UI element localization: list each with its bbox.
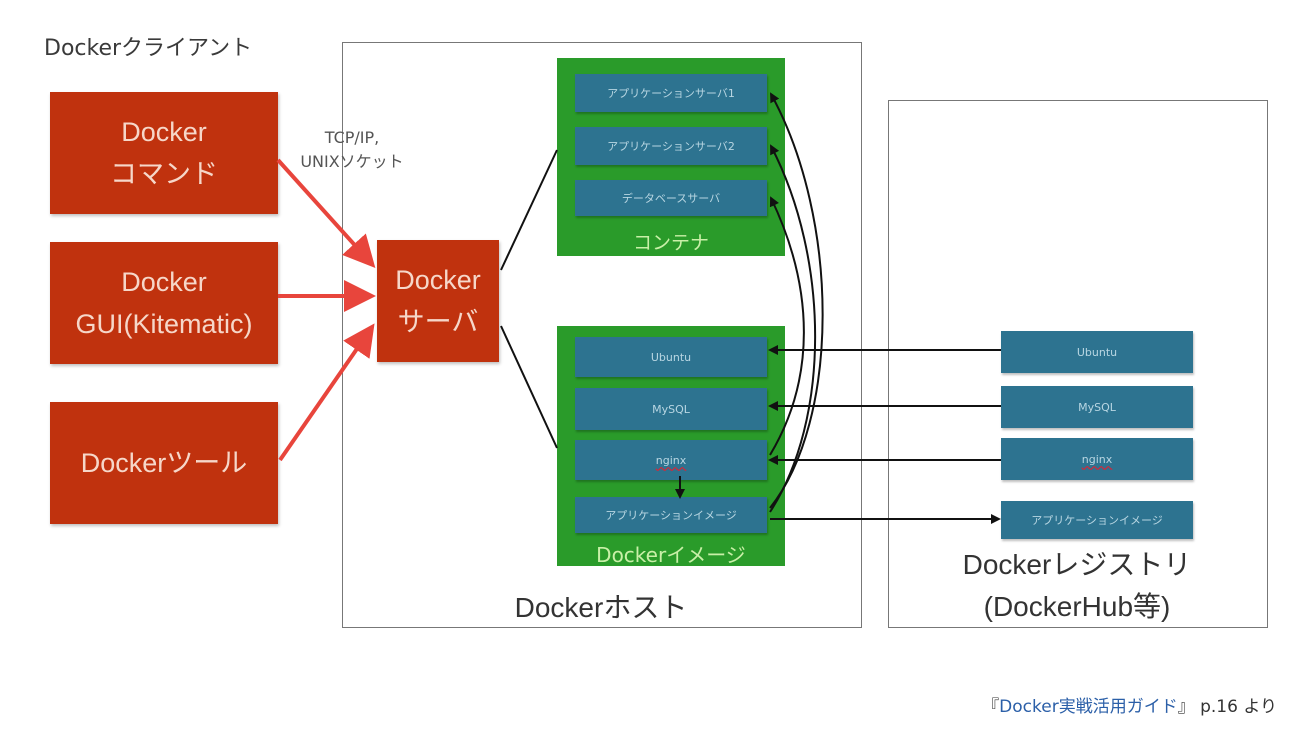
docker-tool-box: Dockerツール xyxy=(50,402,278,524)
docker-registry-sublabel: (DockerHub等) xyxy=(983,591,1171,622)
client-section-title: Dockerクライアント xyxy=(44,36,253,61)
image-item: アプリケーションイメージ xyxy=(575,497,767,533)
image-item: MySQL xyxy=(575,388,767,430)
image-group-label: Dockerイメージ xyxy=(596,543,746,567)
image-item-label: nginx xyxy=(655,453,687,467)
container-item: データベースサーバ xyxy=(575,180,767,216)
registry-item: MySQL xyxy=(1001,386,1193,428)
registry-item: nginx xyxy=(1001,438,1193,480)
docker-server-box: Docker サーバ xyxy=(377,240,499,362)
docker-gui-box: Docker GUI(Kitematic) xyxy=(50,242,278,364)
citation-book-link[interactable]: Docker実戦活用ガイド xyxy=(999,697,1178,717)
registry-item-label: nginx xyxy=(1081,452,1113,466)
container-item: アプリケーションサーバ2 xyxy=(575,127,767,165)
docker-host-label: Dockerホスト xyxy=(514,592,688,623)
citation-close-bracket: 』 xyxy=(1177,697,1195,717)
protocol-label: TCP/IP, UNIXソケット xyxy=(300,128,404,171)
container-item: アプリケーションサーバ1 xyxy=(575,74,767,112)
citation-open-bracket: 『 xyxy=(982,697,1000,717)
registry-item: Ubuntu xyxy=(1001,331,1193,373)
citation-page: p.16 より xyxy=(1194,697,1277,717)
image-item: nginx xyxy=(575,440,767,480)
docker-registry-frame xyxy=(888,100,1268,628)
registry-item: アプリケーションイメージ xyxy=(1001,501,1193,539)
image-item: Ubuntu xyxy=(575,337,767,377)
source-citation: 『Docker実戦活用ガイド』 p.16 より xyxy=(982,692,1277,717)
docker-registry-label: Dockerレジストリ xyxy=(962,549,1192,580)
container-group-label: コンテナ xyxy=(632,232,709,254)
docker-command-box: Docker コマンド xyxy=(50,92,278,214)
